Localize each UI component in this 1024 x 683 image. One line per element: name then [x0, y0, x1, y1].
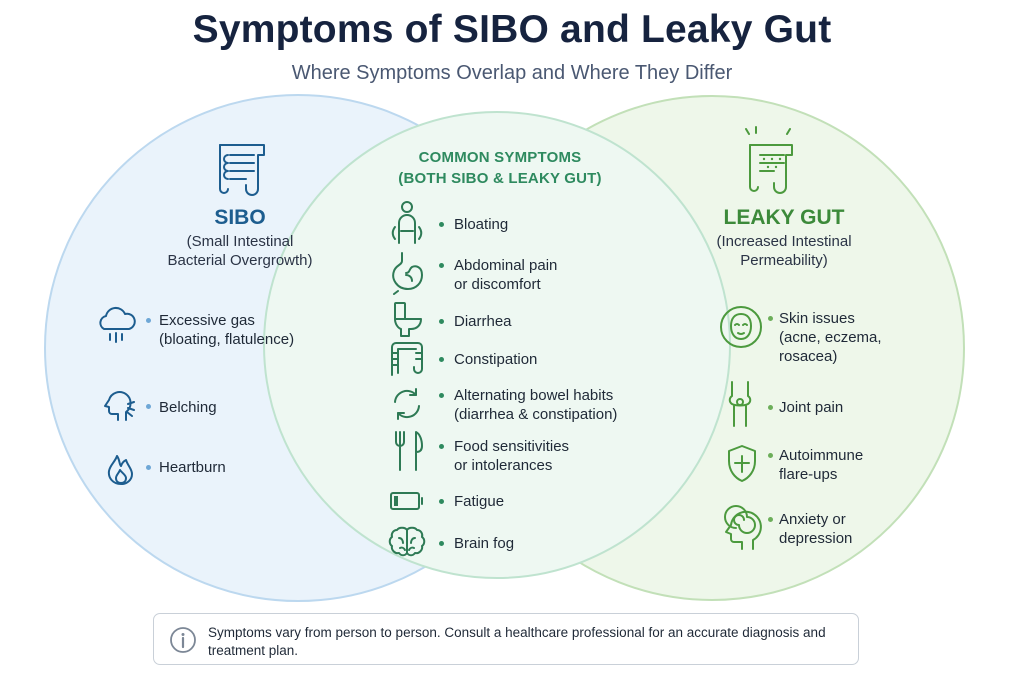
bloated-person-icon	[391, 201, 423, 244]
belching-head-icon	[104, 391, 135, 421]
low-battery-icon	[390, 492, 423, 510]
shield-cross-icon	[728, 445, 756, 482]
info-icon	[170, 627, 196, 653]
sibo-item-excessive-gas-detail: (bloating, flatulence)	[159, 331, 295, 348]
common-circle	[263, 111, 731, 579]
leaky-gut-subtitle-2: Permeability)	[740, 252, 828, 269]
disclaimer-line-1: Symptoms vary from person to person. Con…	[208, 625, 826, 640]
leaky-item-autoimmune-detail: flare-ups	[779, 466, 838, 483]
sibo-item-heartburn: Heartburn	[159, 459, 226, 476]
page-subtitle: Where Symptoms Overlap and Where They Di…	[291, 62, 733, 84]
page-title: Symptoms of SIBO and Leaky Gut	[192, 8, 832, 51]
toilet-icon	[394, 302, 422, 337]
common-item-brain-fog: Brain fog	[454, 535, 515, 552]
sibo-item-excessive-gas: Excessive gas	[159, 312, 255, 329]
common-item-diarrhea: Diarrhea	[454, 313, 512, 330]
common-item-constipation: Constipation	[454, 351, 538, 368]
leaky-intestine-icon	[745, 126, 793, 194]
leaky-item-skin-issues-detail-1: (acne, eczema,	[779, 329, 882, 346]
common-item-fatigue: Fatigue	[454, 493, 505, 510]
common-item-abdominal-pain-detail: or discomfort	[454, 276, 541, 293]
knee-joint-icon	[728, 381, 752, 427]
cycle-arrows-icon	[394, 388, 420, 420]
common-heading-1: COMMON SYMPTOMS	[418, 149, 582, 166]
leaky-gut-title: LEAKY GUT	[723, 206, 845, 229]
disclaimer-note: Symptoms vary from person to person. Con…	[153, 613, 859, 665]
common-item-food-sensitivities: Food sensitivities	[454, 438, 570, 455]
brain-icon	[388, 526, 426, 557]
fork-knife-icon	[395, 431, 423, 471]
colon-icon	[391, 342, 423, 376]
leaky-item-skin-issues: Skin issues	[779, 310, 855, 327]
leaky-item-anxiety-detail: depression	[779, 530, 853, 547]
common-item-alternating-bowel-detail: (diarrhea & constipation)	[454, 406, 618, 423]
sibo-item-belching: Belching	[159, 399, 217, 416]
common-item-food-sensitivities-detail: or intolerances	[454, 457, 553, 474]
common-item-abdominal-pain: Abdominal pain	[454, 257, 558, 274]
common-item-bloating: Bloating	[454, 216, 509, 233]
anxious-head-icon	[724, 505, 762, 550]
disclaimer-line-2: treatment plan.	[208, 643, 299, 658]
leaky-item-autoimmune: Autoimmune	[779, 447, 864, 464]
leaky-item-skin-issues-detail-2: rosacea)	[779, 348, 838, 365]
intestine-icon	[219, 144, 265, 196]
leaky-gut-subtitle-1: (Increased Intestinal	[716, 233, 852, 250]
sibo-title: SIBO	[214, 206, 266, 229]
common-item-alternating-bowel: Alternating bowel habits	[454, 387, 614, 404]
leaky-item-joint-pain: Joint pain	[779, 399, 844, 416]
sibo-subtitle-1: (Small Intestinal	[186, 233, 294, 250]
gas-cloud-icon	[99, 306, 136, 343]
sibo-subtitle-2: Bacterial Overgrowth)	[167, 252, 313, 269]
face-skin-icon	[720, 306, 762, 348]
common-heading-2: (BOTH SIBO & LEAKY GUT)	[398, 170, 602, 187]
leaky-item-anxiety: Anxiety or	[779, 511, 846, 528]
stomach-icon	[392, 252, 423, 295]
flame-icon	[107, 455, 133, 485]
